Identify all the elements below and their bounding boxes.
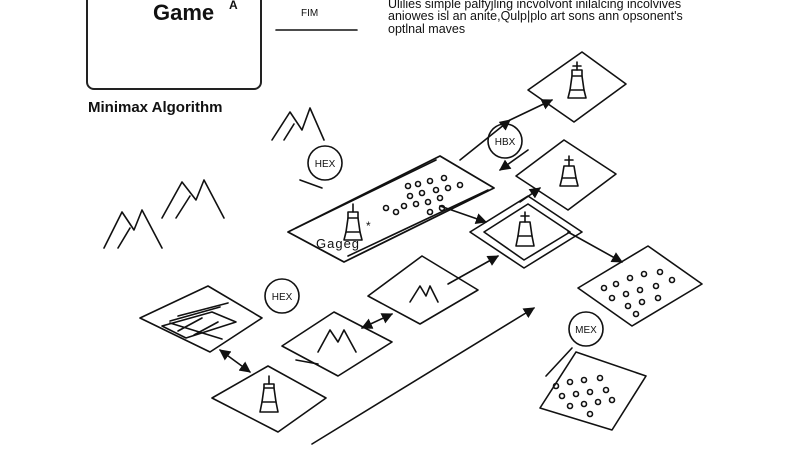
algorithm-title: Minimax Algorithm: [88, 99, 223, 116]
piece-cluster: [552, 374, 616, 418]
chess-piece-icon: [343, 203, 363, 241]
description-line: optlnal maves: [388, 22, 466, 36]
chess-piece-icon: [515, 211, 535, 247]
game-title-card: [86, 0, 262, 90]
badge-label: HEX: [272, 292, 293, 303]
diagram-node: [539, 351, 647, 431]
badge-label: MEX: [575, 325, 597, 336]
connector-arrows: [219, 99, 623, 445]
diagram-node: [139, 285, 263, 353]
chess-piece-icon: [259, 375, 279, 413]
description-line: aniowes isl an anite,Qulp|plo art sons a…: [388, 9, 683, 23]
diagram-node: [469, 195, 583, 269]
badge-circle: [568, 311, 604, 347]
board-label: Gageg: [316, 236, 361, 251]
description-line: Ulilies simple palfyjling incvolvont ini…: [388, 0, 682, 11]
diagram-node: [367, 255, 479, 325]
board-marker: *: [366, 219, 371, 233]
small-label: FIM: [301, 8, 319, 19]
mountain-icon: [409, 285, 439, 303]
game-title: Game: [153, 0, 215, 25]
badge-circle: [307, 145, 343, 181]
piece-cluster: [600, 268, 676, 318]
game-title-superscript: A: [229, 0, 238, 12]
diagram-node: [577, 245, 703, 327]
badge-label: HBX: [495, 137, 516, 148]
mountain-icon: [161, 179, 225, 219]
piece-cluster: [382, 174, 464, 216]
grid-icon: [161, 302, 237, 340]
mountain-icon: [271, 107, 325, 141]
mountain-icon: [317, 329, 357, 353]
badge-circle: [264, 278, 300, 314]
diagram-node: [281, 311, 393, 377]
diagram-node: [211, 365, 327, 433]
badge-label: HEX: [315, 159, 336, 170]
chess-piece-icon: [559, 155, 579, 187]
mountain-icon: [103, 209, 163, 249]
diagram-node: [287, 155, 495, 263]
diagram-node: [515, 139, 617, 211]
diagram-node: [527, 51, 627, 123]
chess-piece-icon: [567, 61, 587, 99]
